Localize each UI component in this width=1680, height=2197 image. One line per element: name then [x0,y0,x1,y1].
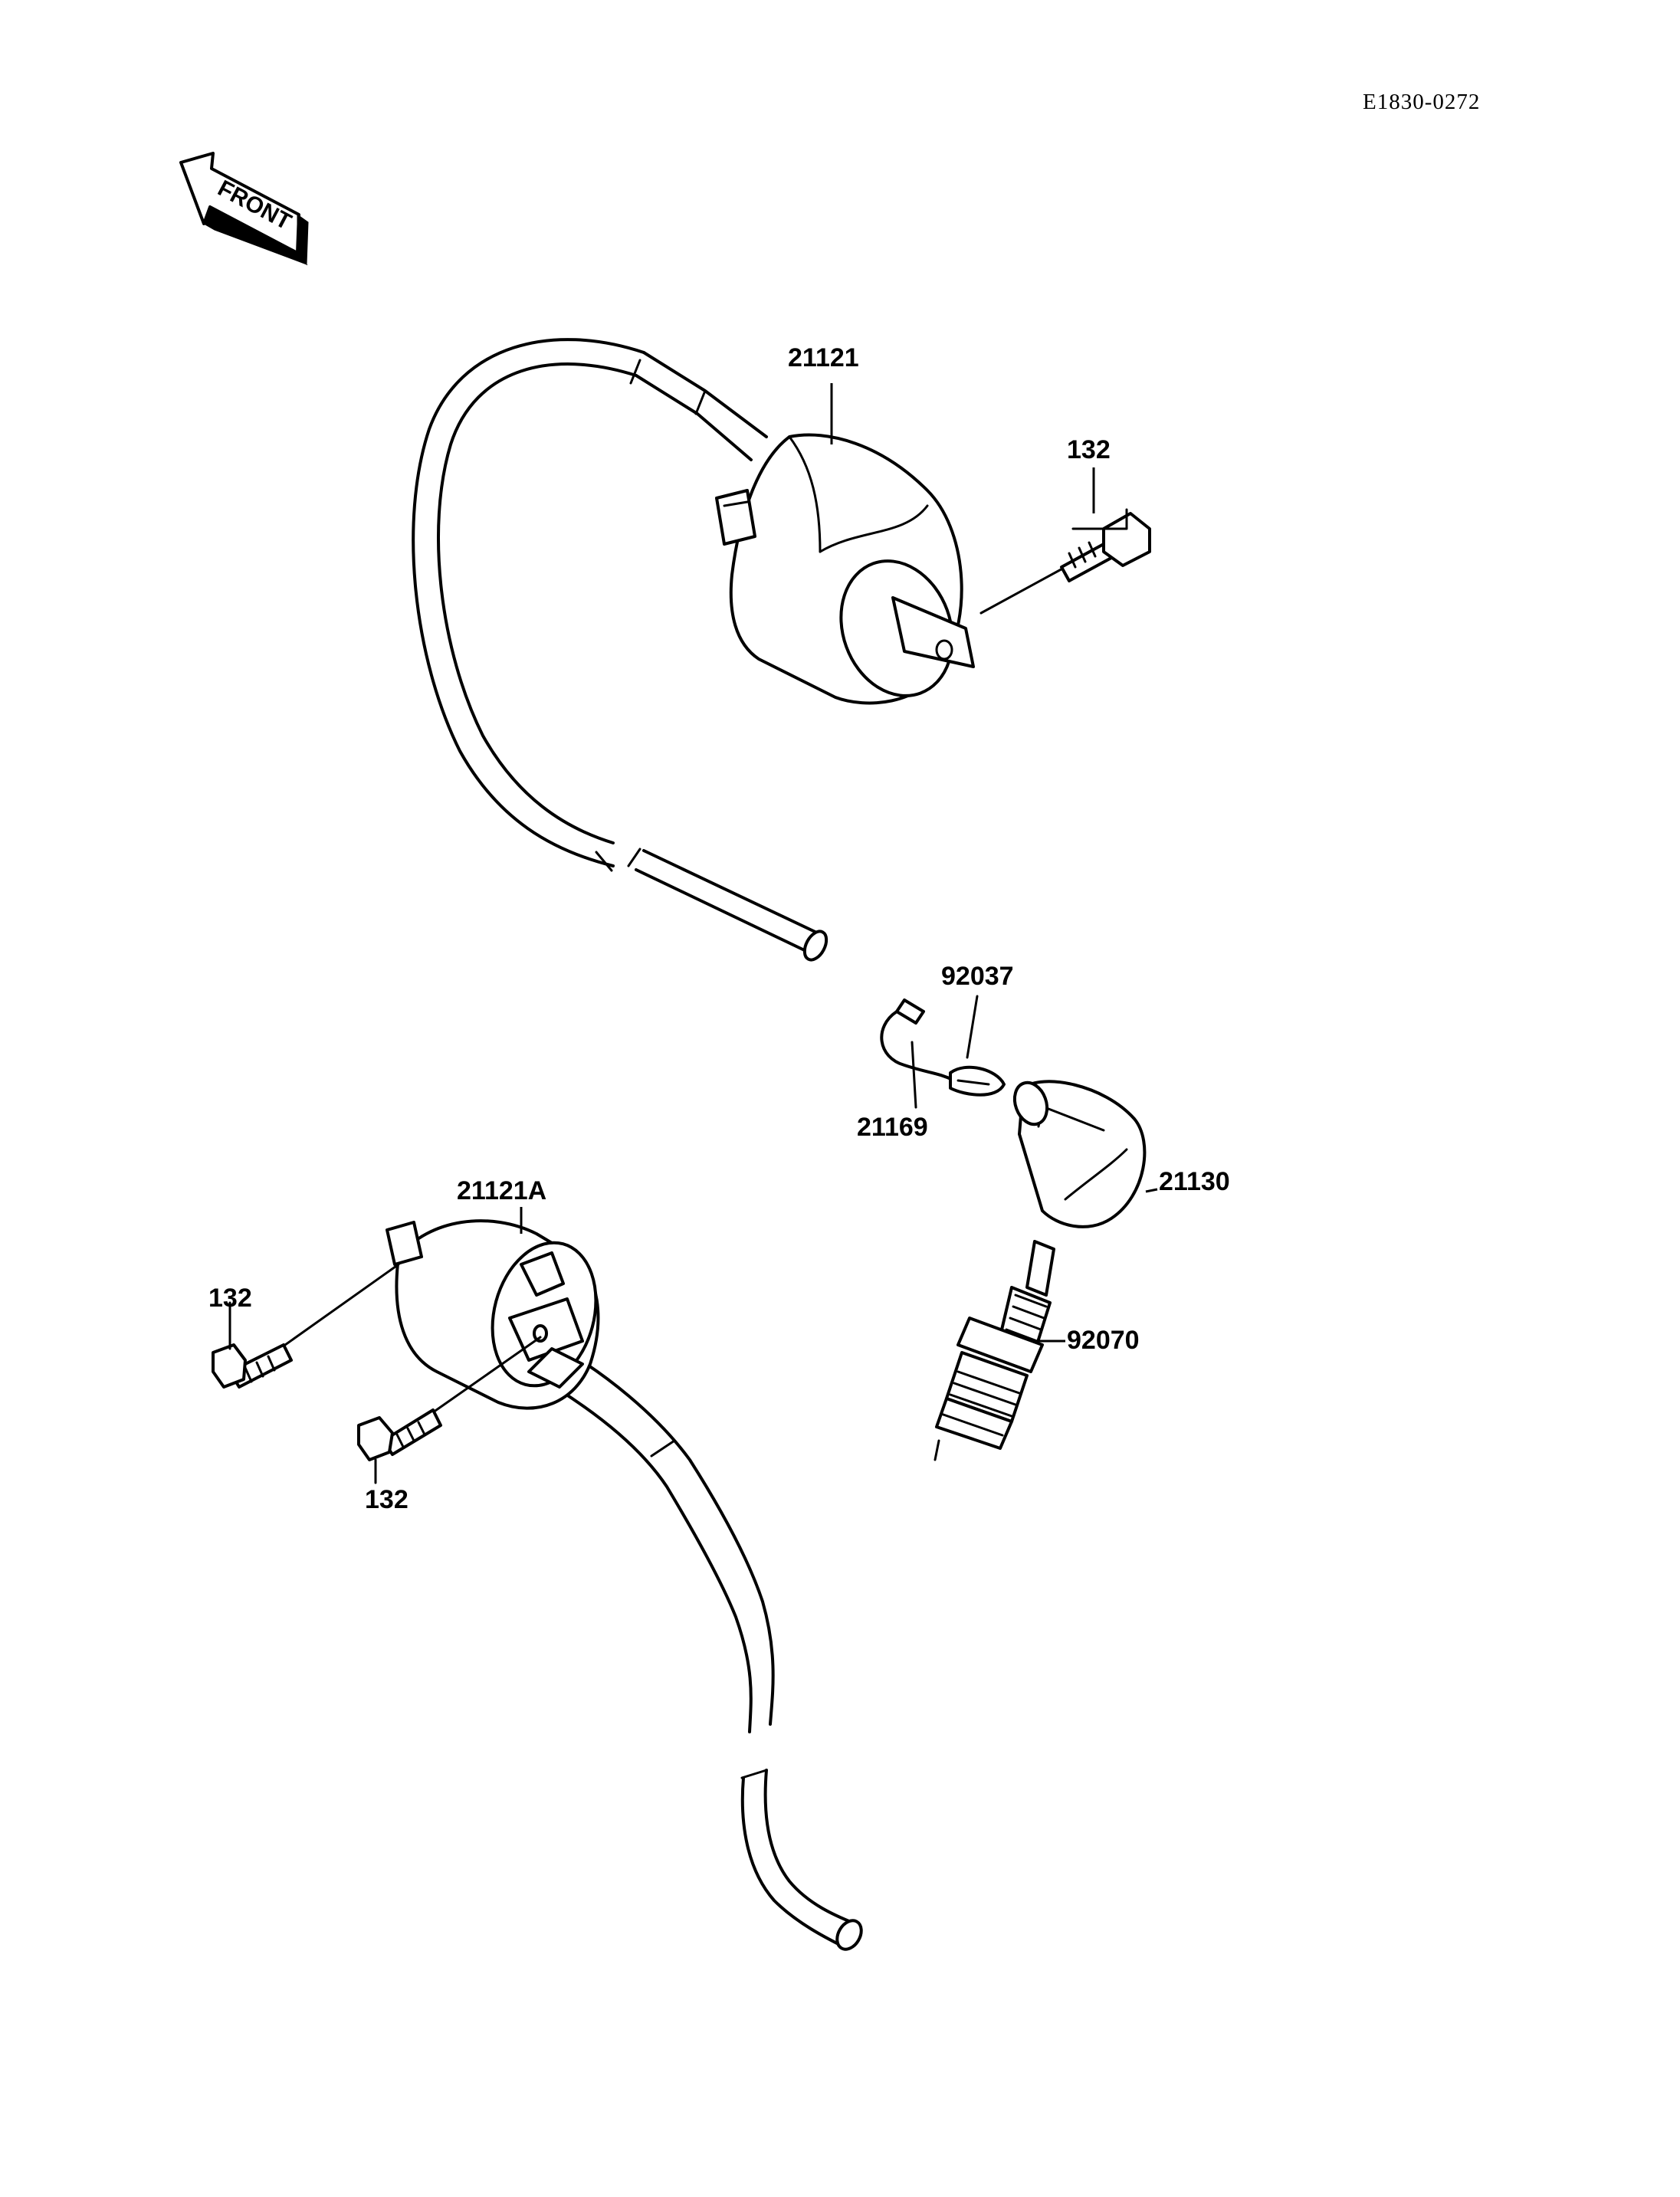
label-clamp-small: 92037 [941,962,1014,991]
clamp-band [880,998,956,1109]
bolt-lower-left [212,1263,400,1389]
label-bolt-lower-right: 132 [365,1485,409,1514]
plug-cap [1012,1080,1147,1228]
label-coil-upper: 21121 [788,343,859,372]
label-bolt-lower-left: 132 [208,1284,252,1313]
diagram-code: E1830-0272 [1363,90,1480,114]
ignition-coil-lower [386,1219,863,1951]
label-spark-plug: 92070 [1067,1326,1140,1355]
bolt-lower-right [357,1336,542,1484]
leader-21130 [1145,1188,1158,1193]
label-bolt-upper: 132 [1067,435,1111,464]
ignition-coil-upper [412,338,975,962]
label-clamp-band: 21169 [857,1113,928,1142]
label-coil-lower: 21121A [457,1176,546,1205]
spark-plug [934,1240,1055,1461]
bolt-upper [979,508,1151,615]
label-plug-cap: 21130 [1159,1167,1230,1196]
small-clamp [949,995,1006,1097]
front-arrow-icon: FRONT [179,152,309,266]
